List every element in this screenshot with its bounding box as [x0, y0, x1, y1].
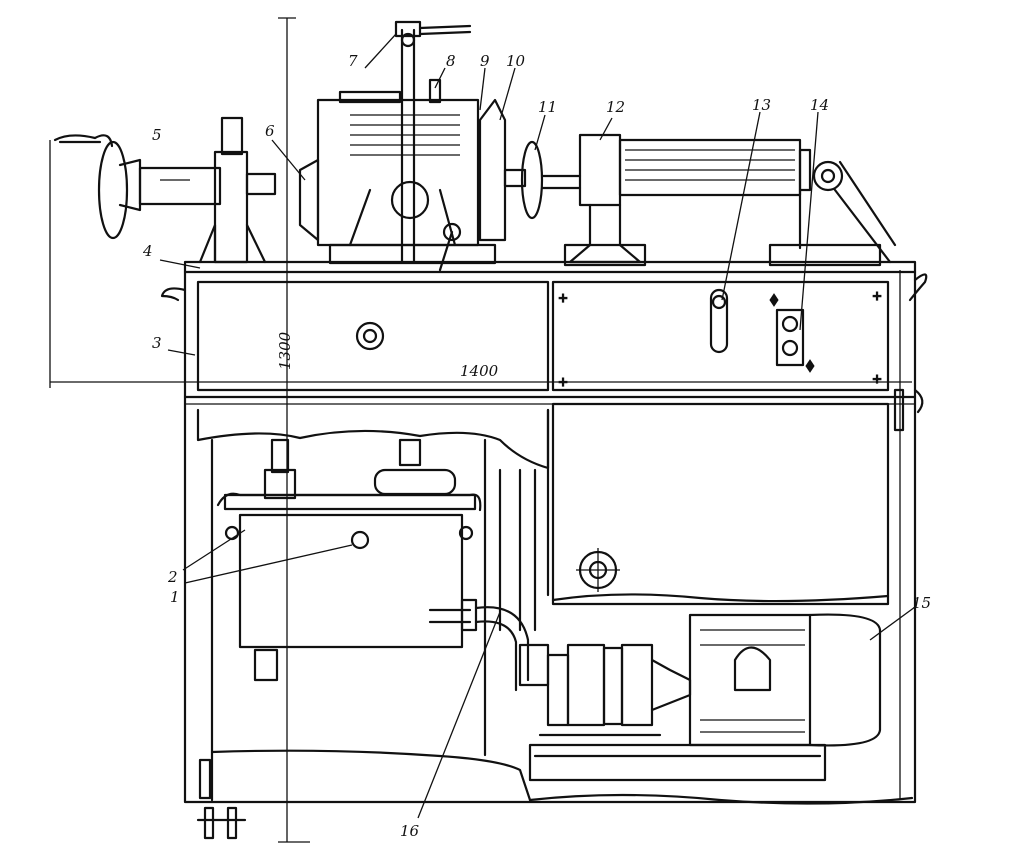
callout-14: 14	[810, 96, 829, 114]
vertical-screw	[394, 20, 472, 264]
dimension-height-label: 1300	[276, 331, 294, 370]
callout-5: 5	[152, 126, 162, 144]
callout-10: 10	[506, 52, 526, 70]
callout-8: 8	[446, 52, 456, 70]
selector-switch	[709, 288, 729, 354]
cabinet-frame	[160, 260, 928, 840]
callout-2: 2	[167, 568, 178, 586]
panel-knob-icon	[355, 321, 385, 351]
svg-text:+: +	[558, 375, 568, 389]
button-block	[769, 293, 815, 373]
disk	[520, 140, 582, 220]
bearing-stand-left	[198, 116, 277, 264]
svg-text:+: +	[872, 289, 882, 303]
bearing-stand-right	[768, 160, 897, 267]
callout-3: 3	[152, 334, 162, 352]
motor	[528, 613, 882, 782]
callout-12: 12	[606, 98, 625, 116]
callout-1: 1	[170, 588, 180, 606]
flange	[478, 98, 527, 242]
callout-16: 16	[400, 822, 420, 840]
tailstock	[563, 133, 812, 267]
dimension-height: 1300	[276, 17, 310, 843]
callout-13: 13	[752, 96, 771, 114]
chuck-housing	[298, 78, 497, 265]
clamp-lever	[438, 222, 462, 272]
handwheel	[53, 134, 222, 240]
callout-11: 11	[538, 98, 557, 116]
svg-text:+: +	[558, 291, 568, 305]
callout-leaders	[159, 33, 916, 819]
dimension-width: 1400	[49, 140, 912, 388]
pump-coupling	[518, 643, 692, 737]
dimension-width-label: 1400	[460, 362, 499, 380]
pipe	[474, 606, 530, 692]
tank	[216, 438, 482, 682]
svg-text:+: +	[872, 372, 882, 386]
door-knob-icon	[576, 548, 620, 592]
panel-screws: + + + +	[557, 288, 882, 389]
callout-6: 6	[265, 122, 275, 140]
callout-4: 4	[142, 242, 153, 260]
callout-7: 7	[348, 52, 358, 70]
callout-15: 15	[912, 594, 931, 612]
callout-9: 9	[480, 52, 490, 70]
callout-labels: 1 2 3 4 5 6 7 8 9 10 11 12 13 14 15 16	[142, 52, 931, 840]
